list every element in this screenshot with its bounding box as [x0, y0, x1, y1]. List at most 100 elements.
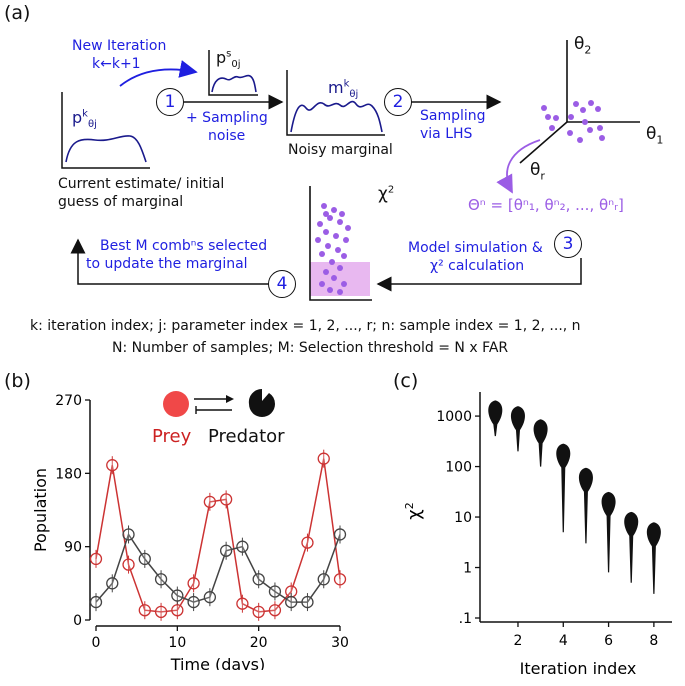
theta1-base: θ — [646, 124, 657, 144]
predator-point — [252, 573, 265, 586]
predator-point — [285, 595, 298, 609]
prey-point — [203, 495, 217, 509]
p-s-base: p — [216, 48, 227, 67]
prey-legend-label: Prey — [152, 426, 192, 447]
y-tick-label: .1 — [459, 611, 472, 627]
parameter-space-axes — [519, 40, 640, 164]
m-k-sub: θj — [349, 89, 359, 101]
y-tick-label: 1 — [463, 561, 472, 577]
violin-8 — [646, 522, 661, 594]
m-k-base: m — [328, 78, 344, 97]
theta2-label: θ2 — [574, 34, 591, 56]
sampling-lhs-label: Sampling — [420, 108, 486, 124]
p-k-symbol: pkθj — [72, 108, 97, 130]
chi2-axis-label: χ2 — [378, 184, 394, 204]
prey-point — [154, 605, 168, 619]
legend-line-2: N: Number of samples; M: Selection thres… — [112, 340, 509, 356]
prey-point — [236, 597, 249, 610]
theta1-sub: 1 — [656, 133, 664, 147]
noise-sample-plot — [208, 50, 258, 96]
p-s-sub: 0j — [231, 59, 241, 71]
prey-point — [333, 573, 347, 586]
violin-3 — [533, 419, 548, 467]
m-k-sup: k — [343, 78, 350, 90]
p-k-base: p — [72, 108, 83, 127]
y-tick-label: 270 — [55, 393, 82, 409]
p-k-sub: θj — [87, 119, 97, 131]
prey-point — [89, 552, 103, 566]
predator-point — [122, 528, 135, 541]
y-tick-label: 100 — [445, 460, 472, 476]
y-tick-label: 0 — [73, 613, 82, 629]
legend-line-1: k: iteration index; j: parameter index =… — [30, 318, 581, 334]
panel-label-a: (a) — [4, 2, 31, 24]
sampling-noise-label-2: noise — [208, 128, 246, 144]
predator-point — [317, 573, 330, 586]
y-tick-label: 90 — [64, 540, 82, 556]
x-tick-label: 6 — [604, 633, 613, 649]
x-tick-label: 8 — [649, 633, 658, 649]
y-axis-title: χ2 — [403, 502, 425, 519]
prey-point — [106, 459, 119, 472]
predator-icon — [248, 388, 276, 417]
step2-marker: 2 — [384, 88, 412, 116]
panel-label-b: (b) — [4, 370, 31, 392]
predator-point — [268, 585, 282, 598]
predator-point — [236, 540, 249, 553]
predator-point — [171, 589, 184, 602]
predator-point — [301, 595, 314, 609]
x-tick-label: 4 — [559, 633, 568, 649]
arrow-step3 — [376, 258, 582, 292]
x-tick-label: 10 — [168, 635, 186, 651]
workflow-diagram — [61, 40, 640, 301]
violin-5 — [578, 467, 593, 544]
step1-marker: 1 — [156, 88, 184, 116]
best-m-label: Best M combⁿs selected — [100, 238, 268, 254]
sampling-noise-label: + Sampling — [186, 110, 268, 126]
predator-point — [187, 595, 200, 609]
series-line-prey — [95, 458, 341, 613]
y-axis-title-sup: 2 — [403, 502, 416, 509]
x-tick-label: 2 — [514, 633, 523, 649]
x-tick-label: 30 — [331, 635, 349, 651]
predator-legend-label: Predator — [208, 426, 285, 447]
arrow-step4 — [70, 238, 270, 285]
y-tick-label: 180 — [55, 466, 82, 482]
new-iteration-label: New Iteration — [72, 38, 167, 54]
theta-set-label: Θⁿ = [θⁿ₁, θⁿ₂, ..., θⁿᵣ] — [468, 196, 624, 214]
noisy-marginal-plot — [286, 70, 385, 136]
x-tick-label: 0 — [92, 635, 101, 651]
predator-point — [154, 573, 168, 586]
predator-point — [203, 591, 217, 604]
violin-6 — [601, 491, 616, 573]
theta2-sub: 2 — [584, 43, 592, 57]
chi2-selection-plot — [309, 186, 372, 301]
thetar-base: θ — [530, 160, 541, 180]
p-s-sup: s — [226, 48, 232, 60]
new-iteration-arrow — [119, 60, 198, 87]
new-iteration-formula: k←k+1 — [92, 56, 141, 72]
violin-2 — [510, 406, 525, 452]
prey-point — [252, 605, 265, 619]
predator-point — [106, 577, 119, 590]
predator-point — [138, 552, 151, 566]
current-estimate-label-2: guess of marginal — [58, 194, 184, 210]
panel-label-c: (c) — [393, 370, 419, 392]
y-axis-title: Population — [31, 468, 50, 552]
sampling-lhs-label-2: via LHS — [420, 126, 473, 142]
best-m-label-2: to update the marginal — [86, 256, 248, 272]
series-line-predator — [95, 532, 341, 603]
model-sim-label: Model simulation & — [408, 240, 543, 256]
chi2-base: χ — [378, 184, 388, 204]
predator-point — [333, 528, 347, 541]
m-k-symbol: mkθj — [328, 78, 358, 100]
prey-point — [301, 536, 314, 549]
theta-set-arrow — [496, 139, 541, 194]
x-tick-label: 20 — [250, 635, 268, 651]
p-s-symbol: ps0j — [216, 48, 241, 70]
theta1-label: θ1 — [646, 124, 663, 146]
prey-point — [317, 452, 330, 465]
x-axis-title: Time (days) — [170, 655, 266, 670]
violin-4 — [556, 443, 571, 533]
